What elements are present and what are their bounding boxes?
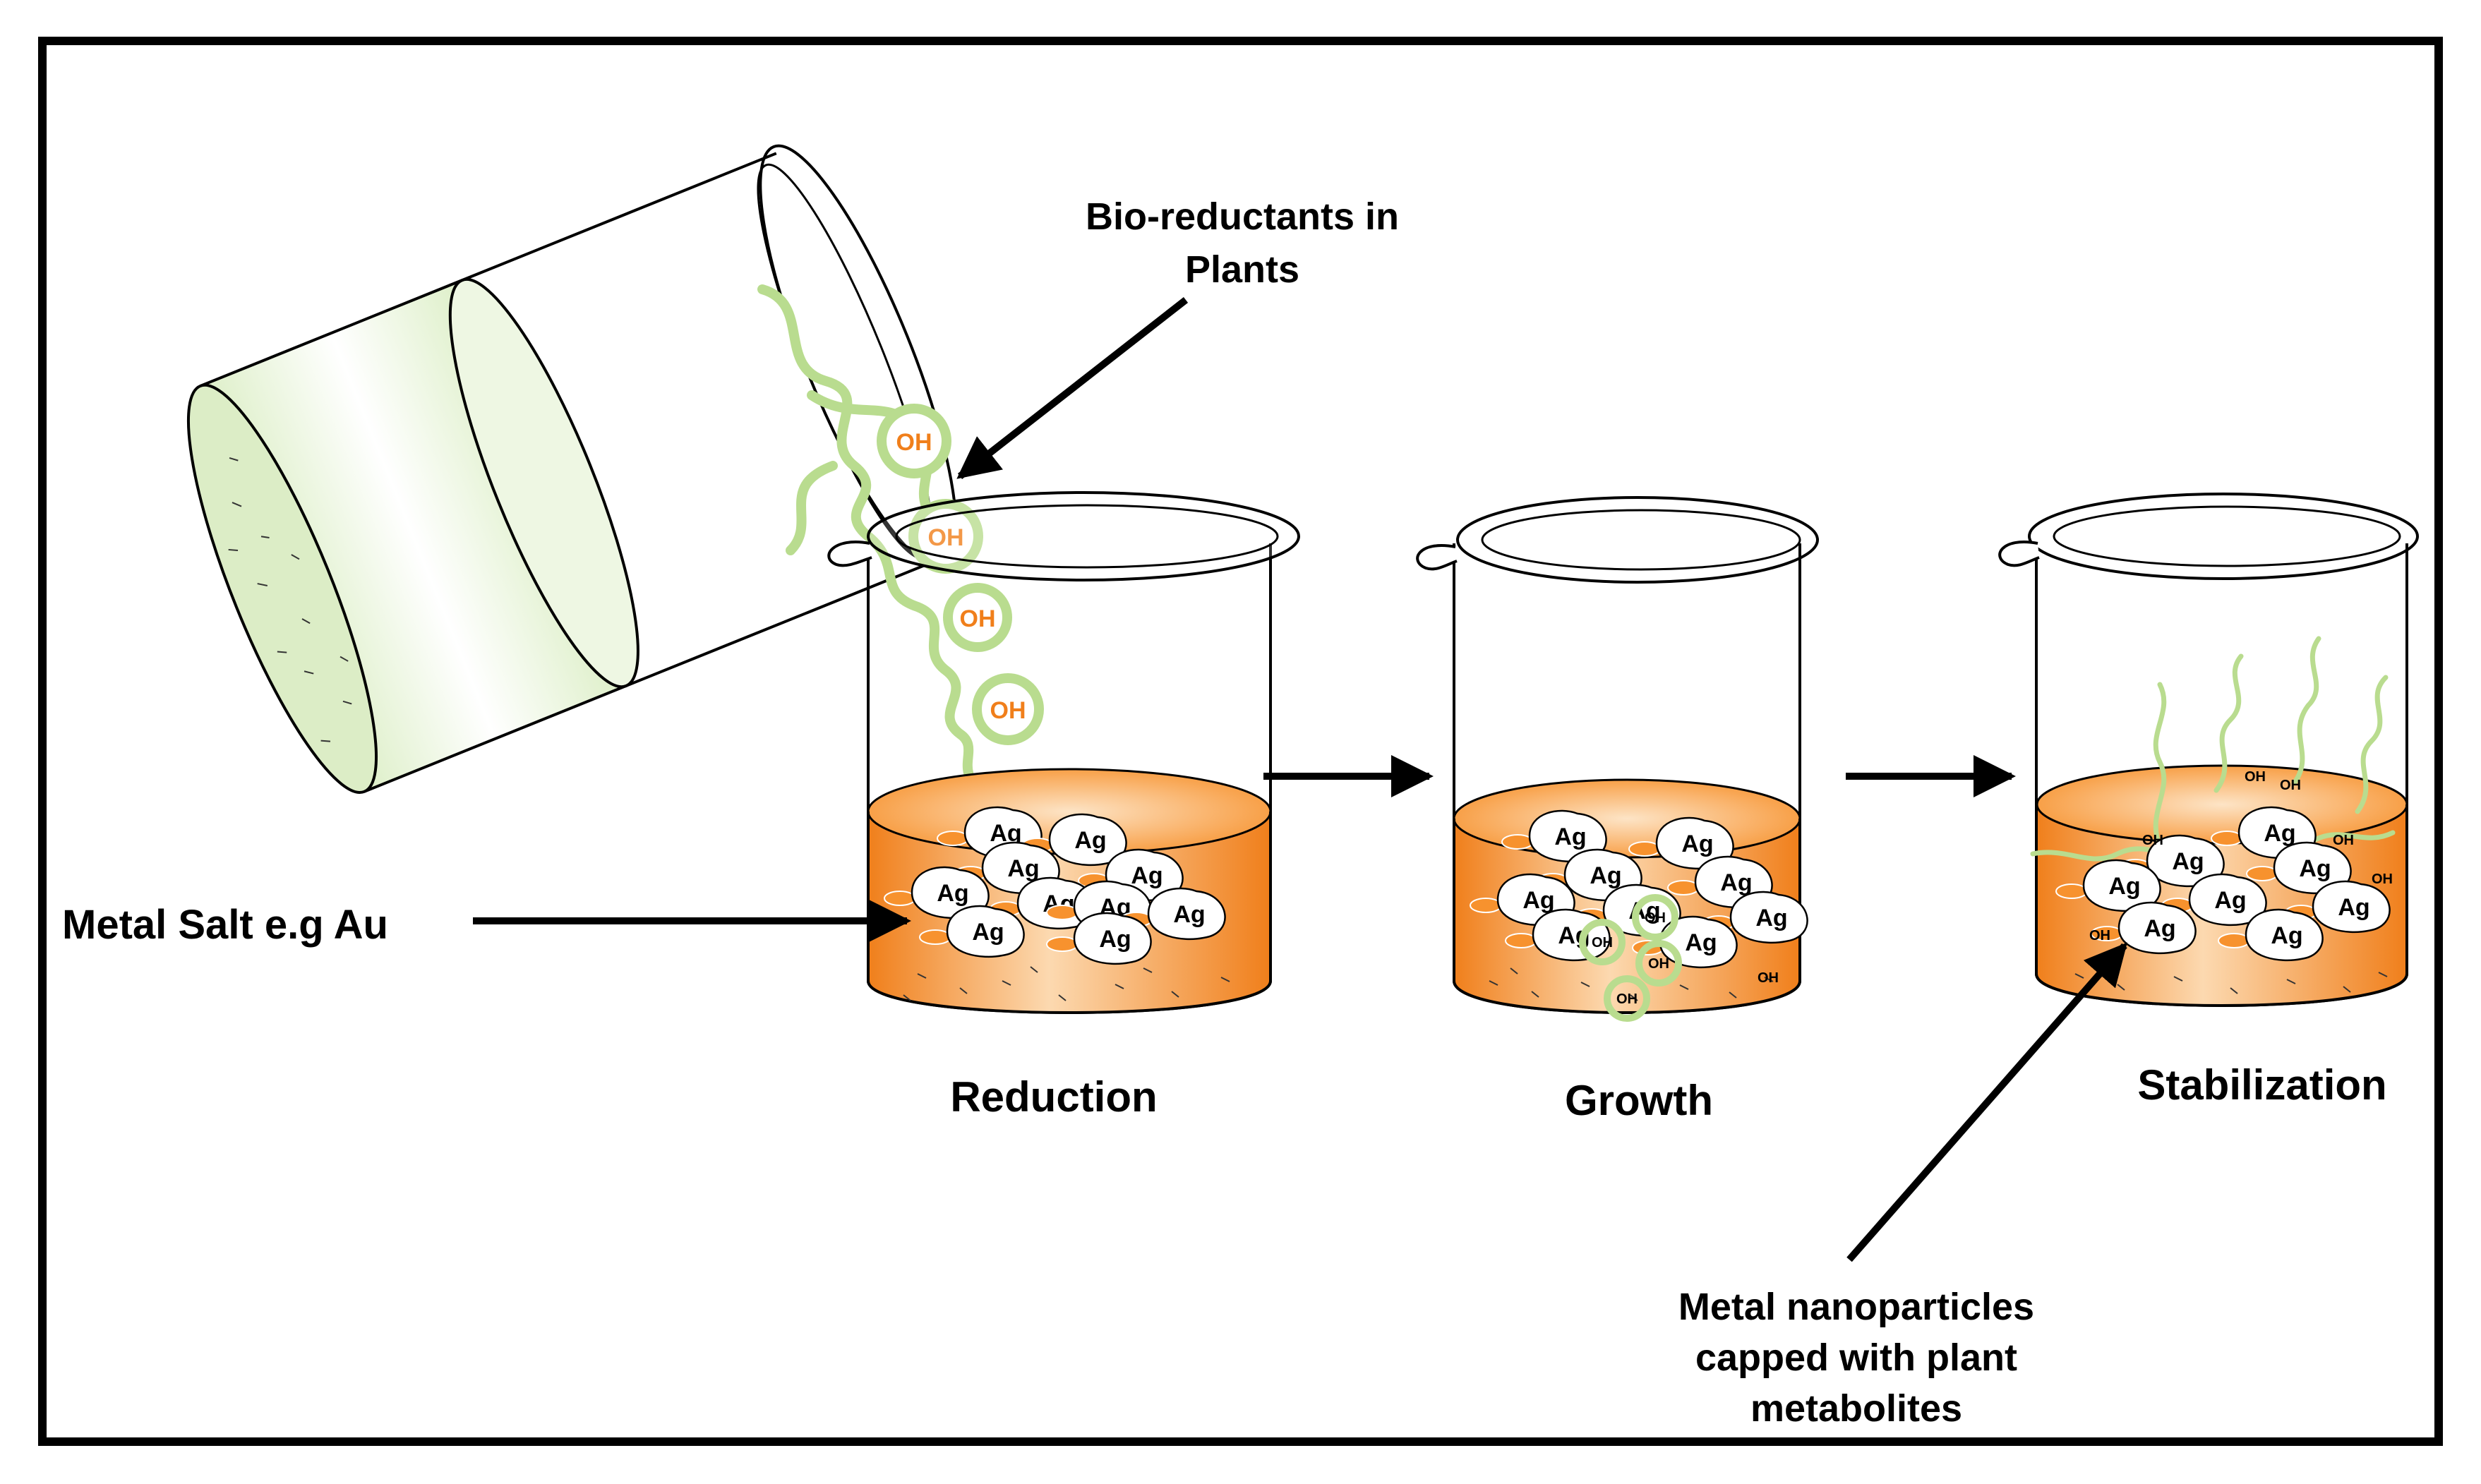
reduction-ag-label: Ag [972, 919, 1004, 946]
growth-hydroxyl-group: OH [1632, 894, 1678, 941]
growth-hydroxyl-group: OH [1579, 919, 1626, 965]
bio-reductants-label-line1: Bio-reductants in [1086, 195, 1399, 238]
stabilization-hydroxyl-group: OH [2333, 833, 2354, 848]
svg-text:OH: OH [1648, 956, 1669, 972]
stabilization-ag-particle: Ag [2091, 901, 2197, 955]
stabilization-hydroxyl-group: OH [2280, 778, 2301, 793]
reduction-ag-label: Ag [1074, 827, 1106, 854]
reduction-ag-label: Ag [1099, 926, 1131, 953]
capped-label-line1: Metal nanoparticles [1678, 1286, 2034, 1328]
reduction-ag-label: Ag [1007, 855, 1039, 882]
growth-ag-particle: Ag [1501, 809, 1607, 863]
stabilization-ag-label: Ag [2108, 873, 2140, 900]
growth-ag-label: Ag [1590, 862, 1621, 889]
stabilization-label: Stabilization [2137, 1061, 2386, 1109]
hydroxyl-groups-in-solution: OH OH OH OH OH OH OH OH OH OH OH [1579, 769, 2393, 1022]
stabilization-ag-label: Ag [2144, 915, 2175, 942]
reduction-ag-particle: Ag [884, 866, 990, 919]
svg-text:OH: OH [2333, 833, 2354, 848]
hydroxyl-group-4: OH [972, 673, 1044, 745]
growth-ag-label: Ag [1554, 824, 1586, 850]
svg-text:OH: OH [1758, 970, 1779, 986]
stabilization-hydroxyl-group: OH [2089, 928, 2110, 943]
stabilization-ag-label: Ag [2271, 922, 2302, 949]
svg-text:OH: OH [2280, 778, 2301, 793]
stabilization-ag-particle: Ag [2055, 859, 2161, 912]
stabilization-ag-label: Ag [2172, 848, 2204, 875]
pouring-beaker [186, 144, 958, 795]
svg-text:OH: OH [2089, 928, 2110, 943]
stabilization-ag-particle: Ag [2285, 880, 2391, 934]
pouring-beaker-body [200, 152, 941, 793]
growth-ag-label: Ag [1681, 831, 1713, 857]
reduction-ag-particle: Ag [919, 905, 1025, 958]
stabilization-ag-label: Ag [2338, 894, 2369, 921]
growth-ag-label: Ag [1522, 887, 1554, 914]
svg-text:OH: OH [2142, 833, 2163, 848]
growth-ag-label: Ag [1720, 869, 1752, 896]
growth-hydroxyl-group: OH [1635, 940, 1682, 987]
stabilization-ag-particle: Ag [2218, 908, 2324, 962]
capped-nanoparticles-arrow [1846, 942, 2127, 1262]
svg-text:OH: OH [928, 524, 964, 551]
stabilization-ag-label: Ag [2264, 820, 2295, 847]
reduction-ag-label: Ag [937, 880, 968, 907]
reduction-ag-particle: Ag [1046, 912, 1152, 965]
stabilization-hydroxyl-group: OH [2372, 871, 2393, 887]
stabilization-hydroxyl-group: OH [2142, 833, 2163, 848]
growth-ag-label: Ag [1685, 929, 1717, 956]
stabilization-hydroxyl-group: OH [2245, 769, 2266, 785]
growth-ag-label: Ag [1755, 905, 1787, 931]
svg-text:OH: OH [1645, 910, 1666, 926]
hydroxyl-group-3: OH [943, 583, 1012, 652]
extract-speckles [228, 457, 352, 742]
stabilization-ag-particle: Ag [2119, 834, 2225, 888]
stabilization-ag-label: Ag [2214, 887, 2246, 914]
reduction-ag-particle: Ag [1021, 813, 1127, 867]
growth-ag-particle: Ag [1505, 908, 1611, 962]
bio-reductants-label-line2: Plants [1185, 248, 1299, 291]
growth-ag-particle: Ag [1628, 816, 1734, 870]
growth-hydroxyl-group: OH [1758, 970, 1779, 986]
reduction-ag-label: Ag [1131, 862, 1163, 889]
plant-extract-liquid [200, 280, 626, 792]
svg-text:OH: OH [2245, 769, 2266, 785]
svg-text:OH: OH [896, 429, 932, 456]
reduction-ag-label: Ag [1173, 901, 1205, 928]
reduction-label: Reduction [950, 1073, 1157, 1121]
stabilization-ag-label: Ag [2299, 855, 2331, 882]
svg-text:OH: OH [1616, 991, 1638, 1007]
bio-reductant-branch-2 [786, 461, 838, 555]
growth-hydroxyl-group: OH [1604, 975, 1650, 1022]
stabilization-ag-particle: Ag [2246, 841, 2352, 895]
stabilization-ag-particle: Ag [2161, 873, 2267, 927]
capped-label-line2: capped with plant [1695, 1337, 2017, 1379]
svg-text:OH: OH [960, 605, 996, 632]
hydroxyl-group-1: OH [877, 404, 951, 478]
metal-salt-label: Metal Salt e.g Au [62, 902, 388, 948]
bio-reductants-arrow [956, 297, 1189, 479]
svg-text:OH: OH [990, 697, 1026, 724]
svg-text:OH: OH [2372, 871, 2393, 887]
growth-label: Growth [1565, 1077, 1713, 1124]
svg-text:OH: OH [1592, 935, 1613, 951]
capped-label-line3: metabolites [1750, 1387, 1962, 1430]
